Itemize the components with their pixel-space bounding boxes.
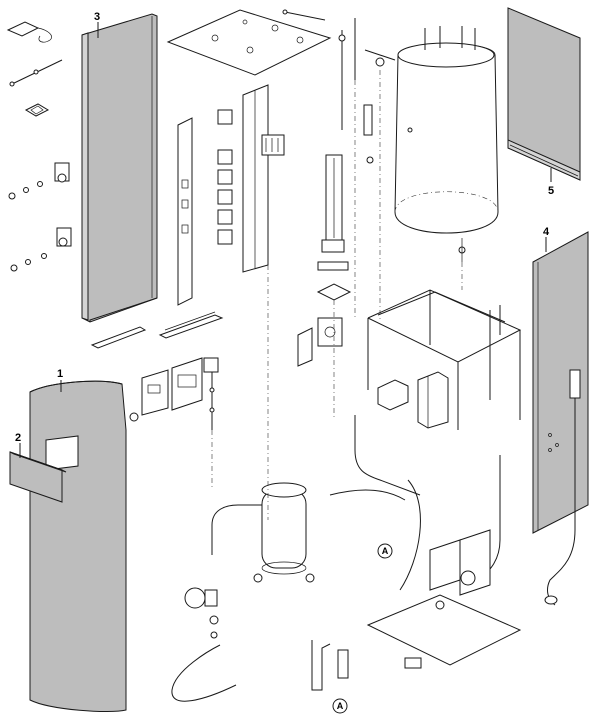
callout-2: 2 [15, 432, 21, 444]
side-panel-3 [81, 13, 158, 323]
side-panel-4 [532, 231, 589, 534]
small-box-mid [377, 379, 409, 411]
panel-3-bottom-rails [90, 311, 224, 349]
tank-support-frame [367, 289, 522, 430]
circulation-pump [184, 587, 219, 639]
top-pipe-fittings [282, 9, 396, 164]
callout-leaders [19, 22, 552, 458]
vertical-frame-post [242, 84, 269, 273]
side-panel-5 [507, 7, 581, 181]
expansion-bracket [297, 317, 343, 367]
connector-a-upper: A [377, 543, 393, 559]
compressor [253, 482, 315, 583]
relay-modules [217, 109, 285, 245]
front-panel-1 [29, 380, 127, 712]
callout-5: 5 [548, 185, 554, 197]
hot-water-tank [394, 26, 499, 262]
callout-1: 1 [57, 368, 63, 380]
left-frame-strip [177, 117, 193, 306]
refrigerant-pipes [171, 369, 581, 702]
small-parts-left [6, 21, 72, 272]
sensor-probe [203, 357, 219, 430]
callout-3: 3 [94, 11, 100, 23]
assembly-lines [211, 70, 463, 520]
callout-4: 4 [543, 226, 550, 238]
connector-a-upper-letter: A [382, 546, 389, 556]
display-pcb [129, 357, 203, 422]
valve-block-manifold [337, 529, 522, 679]
electric-heater-element [316, 30, 352, 301]
display-cover-2 [9, 451, 67, 503]
control-box [417, 371, 449, 429]
connector-a-lower-letter: A [337, 701, 344, 711]
connector-a-lower: A [332, 698, 348, 714]
top-cover-plate [166, 9, 332, 76]
bracket-part [311, 640, 331, 691]
